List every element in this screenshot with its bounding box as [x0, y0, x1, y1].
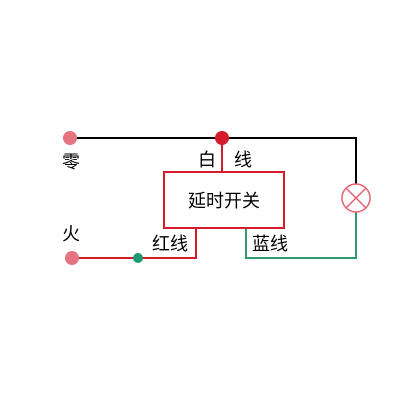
white-label: 白 [198, 150, 216, 171]
red-wire-junction [133, 253, 143, 263]
neutral-wire [70, 137, 357, 184]
delay-switch-label: 延时开关 [188, 191, 260, 212]
lamp-cross-icon [341, 183, 371, 213]
neutral-junction [215, 131, 229, 145]
blue-wire [245, 212, 357, 259]
delay-switch-box [163, 171, 285, 229]
blue-wire-label: 蓝线 [252, 234, 288, 255]
wire-label: 线 [234, 150, 252, 171]
neutral-label: 零 [62, 152, 80, 173]
neutral-terminal [63, 131, 77, 145]
live-terminal [65, 251, 79, 265]
red-wire [72, 228, 197, 259]
live-label: 火 [62, 224, 80, 245]
red-wire-label: 红线 [152, 234, 188, 255]
